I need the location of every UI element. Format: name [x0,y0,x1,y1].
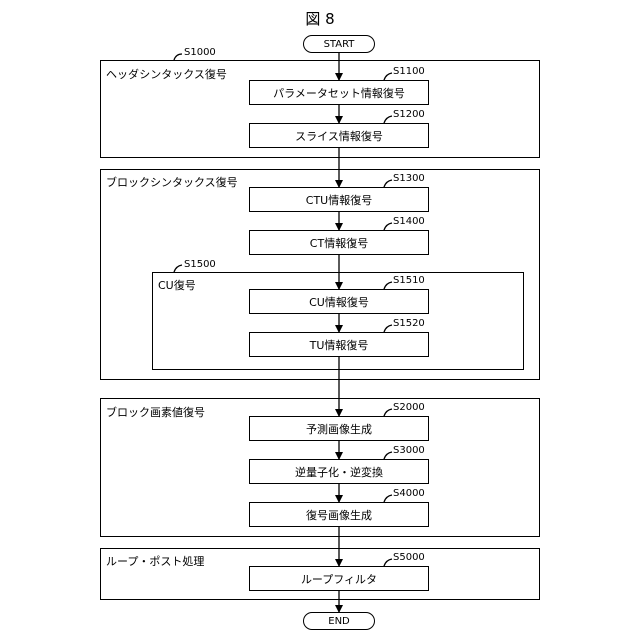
step-decoded-image-generation: 復号画像生成 [249,502,429,527]
step-tu-info-decode: TU情報復号 [249,332,429,357]
step-s3000-id: S3000 [393,445,425,456]
group-cu-decode-label: CU復号 [158,277,196,293]
step-s1100-id: S1100 [393,66,425,77]
group-header-syntax-decode-label: ヘッダシンタックス復号 [106,66,227,82]
step-s2000-id: S2000 [393,402,425,413]
group-loop-post-processing-label: ループ・ポスト処理 [106,553,204,569]
step-s1510-id: S1510 [393,275,425,286]
step-s1400-id: S1400 [393,216,425,227]
step-s5000-id: S5000 [393,552,425,563]
step-ct-info-decode: CT情報復号 [249,230,429,255]
step-slice-info-decode: スライス情報復号 [249,123,429,148]
step-prediction-image-generation: 予測画像生成 [249,416,429,441]
end-terminal: END [303,612,375,630]
step-s1300-id: S1300 [393,173,425,184]
step-inverse-quantization-transform: 逆量子化・逆変換 [249,459,429,484]
step-ctu-info-decode: CTU情報復号 [249,187,429,212]
group-header-syntax-decode-id: S1000 [184,47,216,58]
step-s1200-id: S1200 [393,109,425,120]
step-cu-info-decode: CU情報復号 [249,289,429,314]
group-cu-decode-id: S1500 [184,259,216,270]
group-block-syntax-decode-label: ブロックシンタックス復号 [106,174,238,190]
start-terminal: START [303,35,375,53]
step-s1520-id: S1520 [393,318,425,329]
step-s4000-id: S4000 [393,488,425,499]
step-loop-filter: ループフィルタ [249,566,429,591]
step-parameter-set-info-decode: パラメータセット情報復号 [249,80,429,105]
group-block-pixel-decode-label: ブロック画素値復号 [106,404,205,420]
